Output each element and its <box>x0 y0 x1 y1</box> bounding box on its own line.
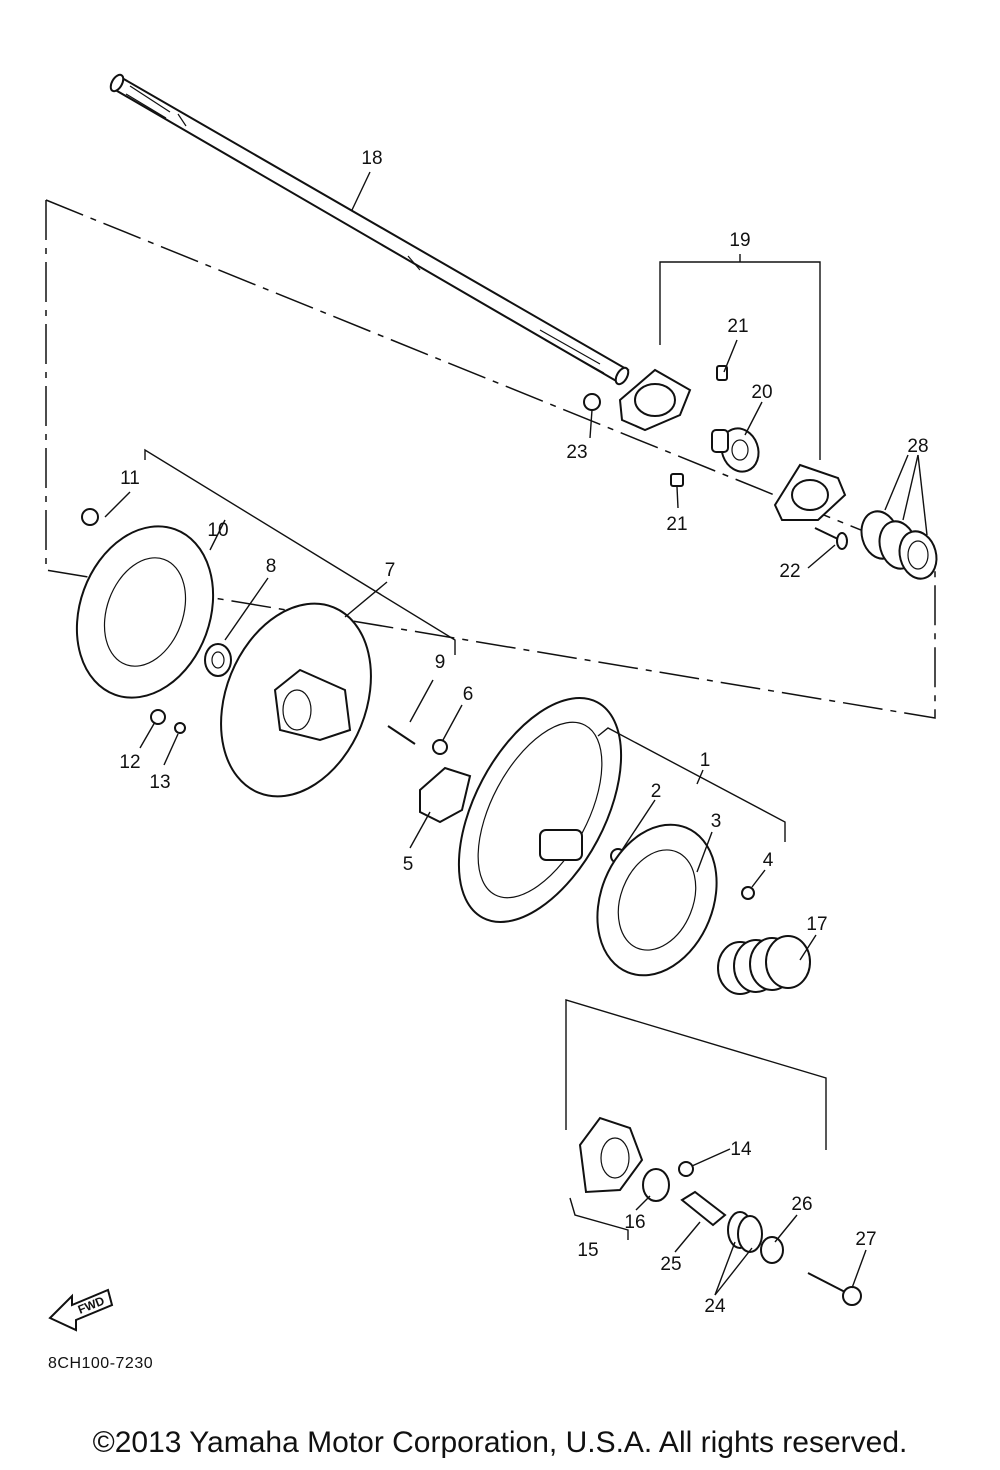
part-28-shims <box>860 510 938 580</box>
part-5-gasket <box>419 766 472 824</box>
callout-12: 12 <box>119 752 140 773</box>
part-4-bolt <box>741 886 755 900</box>
callout-19: 19 <box>729 230 750 251</box>
part-10-disc-plate <box>75 525 215 699</box>
copyright-notice: ©2013 Yamaha Motor Corporation, U.S.A. A… <box>92 1426 908 1459</box>
callout-6: 6 <box>463 684 474 705</box>
callout-2: 2 <box>651 781 662 802</box>
callout-3: 3 <box>711 811 722 832</box>
part-25-sleeve <box>680 1190 727 1227</box>
part-17-spring <box>717 935 811 995</box>
part-26-washer <box>760 1236 784 1264</box>
part-21-set-screw-lower <box>670 473 684 487</box>
part-9-pin <box>387 725 416 745</box>
part-14-nut <box>678 1161 694 1177</box>
callout-10: 10 <box>207 520 228 541</box>
callout-8: 8 <box>266 556 277 577</box>
callout-5: 5 <box>403 854 414 875</box>
part-3-plate <box>596 823 718 977</box>
callout-1: 1 <box>700 750 711 771</box>
callout-9: 9 <box>435 652 446 673</box>
callout-11: 11 <box>120 468 140 489</box>
part-27-bolt <box>807 1272 862 1306</box>
part-11-bolt <box>81 508 99 526</box>
callout-13: 13 <box>149 772 170 793</box>
callout-18: 18 <box>361 148 382 169</box>
callout-27: 27 <box>855 1229 876 1250</box>
part-1-movable-sheave <box>457 697 623 923</box>
callout-16: 16 <box>624 1212 645 1233</box>
callout-23: 23 <box>566 442 587 463</box>
assembly-centerline <box>45 200 936 719</box>
leader-lines <box>104 171 928 1296</box>
callout-21-lower: 21 <box>666 514 687 535</box>
callout-labels: 18 19 21 20 23 21 28 22 11 10 8 7 9 6 12… <box>119 148 928 1317</box>
part-20-bearing <box>711 427 760 473</box>
part-12-bolt <box>150 709 166 725</box>
fwd-arrow-icon: FWD <box>48 1288 114 1332</box>
callout-20: 20 <box>751 382 772 403</box>
drawing-code: 8CH100-7230 <box>48 1355 154 1372</box>
callout-17: 17 <box>806 914 827 935</box>
part-6-bolt <box>432 739 448 755</box>
callout-15: 15 <box>577 1240 598 1261</box>
part-23-nut <box>583 393 601 411</box>
callout-7: 7 <box>385 560 396 581</box>
callout-24: 24 <box>704 1296 726 1317</box>
callout-21-upper: 21 <box>727 316 748 337</box>
part-24-washers <box>727 1211 763 1253</box>
callout-14: 14 <box>730 1139 752 1160</box>
part-19-bearing-housing <box>618 368 847 521</box>
callout-22: 22 <box>779 561 800 582</box>
callout-26: 26 <box>791 1194 812 1215</box>
callout-28: 28 <box>907 436 928 457</box>
callout-4: 4 <box>763 850 774 871</box>
part-16-bushing <box>642 1168 670 1202</box>
part-22-bolt <box>814 527 848 550</box>
part-18-shaft <box>109 73 630 386</box>
part-7-fixed-sheave <box>220 602 372 798</box>
part-13-washer <box>174 722 186 734</box>
part-15-cam <box>578 1116 644 1194</box>
part-8-bushing <box>204 643 232 677</box>
callout-25: 25 <box>660 1254 681 1275</box>
